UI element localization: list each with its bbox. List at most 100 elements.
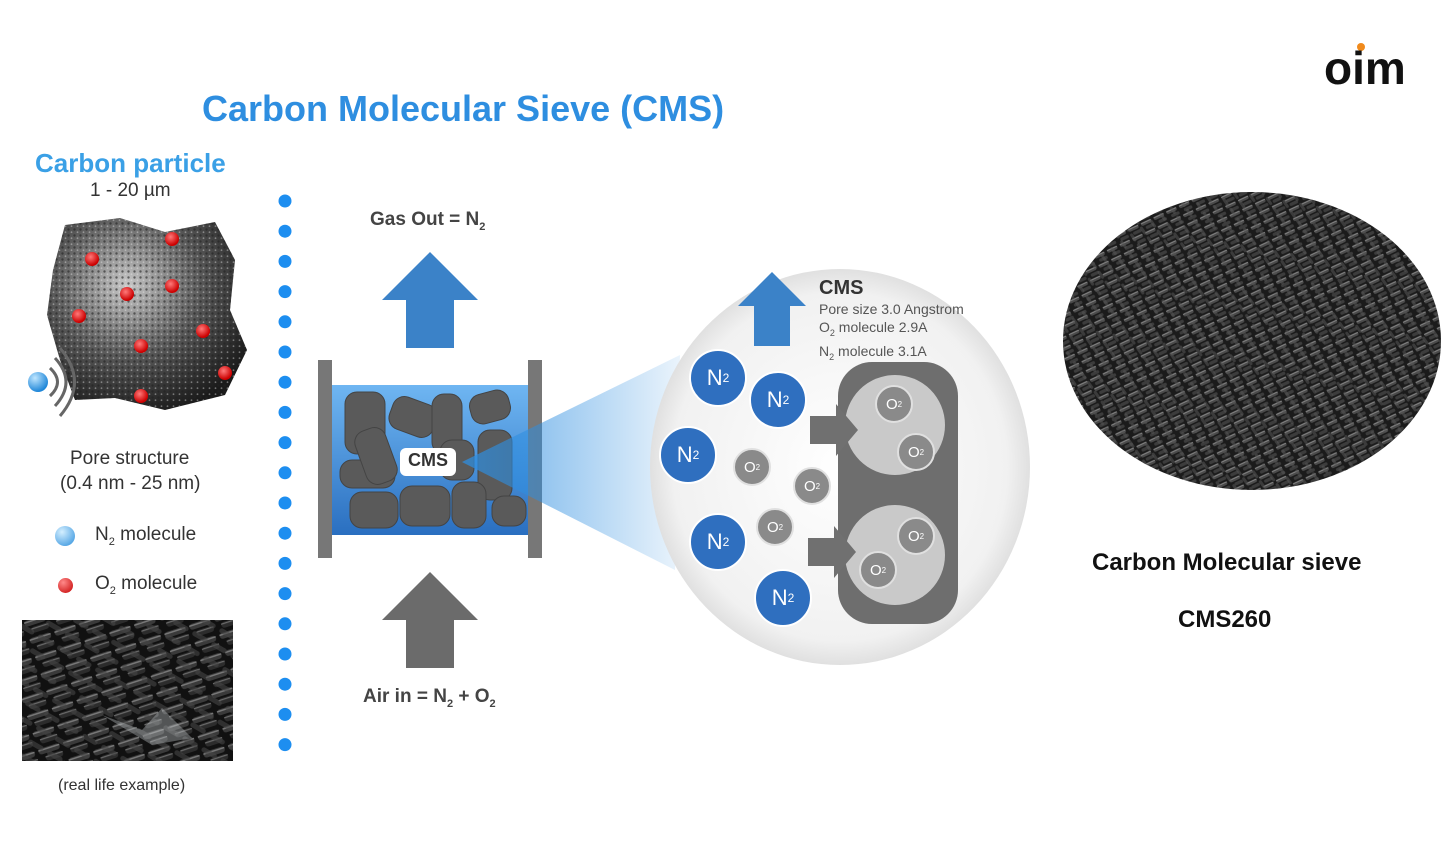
cms-label: CMS (408, 450, 448, 470)
divider-dot (278, 647, 292, 661)
divider-dot (278, 496, 292, 510)
gas-out-text: Gas Out = N (370, 209, 480, 230)
logo-text: oim (1324, 42, 1406, 90)
legend-o2: O2 molecule (58, 571, 197, 599)
legend-n2-text: molecule (114, 524, 197, 546)
divider-dot (278, 466, 292, 480)
pore-arrow-lower (808, 526, 856, 578)
company-logo: oim (1320, 38, 1440, 94)
divider-dot (278, 587, 292, 601)
o2-molecule-symbol: O (766, 518, 779, 536)
cms-label-box (400, 448, 456, 476)
o2-molecule-sub: 2 (755, 462, 761, 472)
legend-n2-sub: 2 (108, 535, 115, 548)
air-in-sub-2: 2 (489, 697, 496, 710)
air-in-text-2: + O (453, 686, 490, 707)
gas-out-arrow (382, 252, 478, 348)
air-in-sub-1: 2 (446, 697, 454, 710)
n2-molecule-sub: 2 (722, 371, 730, 385)
n2-molecule-sub: 2 (782, 393, 790, 407)
o2-molecule-sub: 2 (778, 522, 784, 532)
divider-dot (278, 224, 292, 238)
divider-dot (278, 254, 292, 268)
chamber-left-plate (318, 360, 332, 558)
zoom-info: Pore size 3.0 Angstrom O2 molecule 2.9A … (819, 300, 964, 366)
product-name: Carbon Molecular sieve (1092, 549, 1362, 576)
n2-molecule-sub: 2 (787, 591, 795, 605)
product-photo (1063, 192, 1441, 490)
n2-molecule-symbol: N (706, 365, 723, 390)
pore-arrow-upper (810, 404, 858, 456)
legend-o2-symbol: O (95, 573, 110, 595)
n2-molecule-symbol: N (706, 529, 723, 554)
o2-ball-icon (58, 577, 73, 593)
air-in-arrow (382, 572, 478, 668)
o2-molecule-symbol: O (885, 395, 898, 413)
zoom-title: CMS (819, 277, 864, 299)
divider-dot (278, 375, 292, 389)
zoom-info-line-1: Pore size 3.0 Angstrom (819, 301, 964, 317)
o2-molecule-symbol: O (743, 458, 756, 476)
divider-dot (278, 436, 292, 450)
air-in-label: Air in = N2 + O2 (363, 686, 496, 710)
divider-dot (278, 738, 292, 752)
dotted-divider (277, 193, 293, 753)
divider-dot (278, 707, 292, 721)
n2-molecule-symbol: N (771, 585, 788, 610)
o2-molecule-sub: 2 (881, 565, 887, 575)
n2-molecule-sub: 2 (722, 535, 730, 549)
o2-molecule-sub: 2 (815, 481, 821, 491)
o2-molecule-symbol: O (803, 477, 816, 495)
legend-n2-symbol: N (95, 524, 109, 546)
o2-molecule-symbol: O (907, 527, 920, 545)
o2-molecule-symbol: O (869, 561, 882, 579)
divider-dot (278, 677, 292, 691)
zoom-out-arrow (738, 272, 806, 346)
n2-molecule-symbol: N (676, 442, 693, 467)
divider-dot (278, 315, 292, 329)
carbon-particle-illustration (25, 210, 255, 420)
page-title: Carbon Molecular Sieve (CMS) (202, 88, 725, 129)
divider-dot (278, 345, 292, 359)
divider-dot (278, 556, 292, 570)
o2-molecule-sub: 2 (919, 531, 925, 541)
gas-out-sub: 2 (479, 220, 486, 233)
legend-n2: N2 molecule (55, 522, 196, 550)
n2-molecule-symbol: N (766, 387, 783, 412)
gas-out-label: Gas Out = N2 (370, 209, 485, 233)
o2-molecule-sub: 2 (897, 399, 903, 409)
divider-dot (278, 405, 292, 419)
air-in-text-1: Air in = N (363, 686, 447, 707)
legend-o2-sub: 2 (109, 584, 116, 597)
n2-ball-icon (55, 526, 75, 546)
pore-range-label: (0.4 nm - 25 nm) (60, 473, 201, 494)
divider-dot (278, 526, 292, 540)
zoom-info-line-3: N2 molecule 3.1A (819, 342, 927, 362)
zoom-beam (462, 355, 680, 570)
n2-molecule-sub: 2 (692, 448, 700, 462)
divider-dot (278, 617, 292, 631)
zoom-info-line-2: O2 molecule 2.9A (819, 319, 928, 338)
o2-molecule-sub: 2 (919, 447, 925, 457)
real-life-caption: (real life example) (58, 777, 186, 794)
particle-size-label: 1 - 20 µm (90, 180, 171, 201)
divider-dot (278, 285, 292, 299)
carbon-particle-heading: Carbon particle (35, 148, 226, 178)
product-code: CMS260 (1178, 606, 1272, 633)
real-life-photo (22, 620, 233, 761)
divider-dot (278, 194, 292, 208)
o2-molecule-symbol: O (907, 443, 920, 461)
legend-o2-text: molecule (115, 573, 198, 595)
pore-structure-label: Pore structure (70, 448, 190, 469)
